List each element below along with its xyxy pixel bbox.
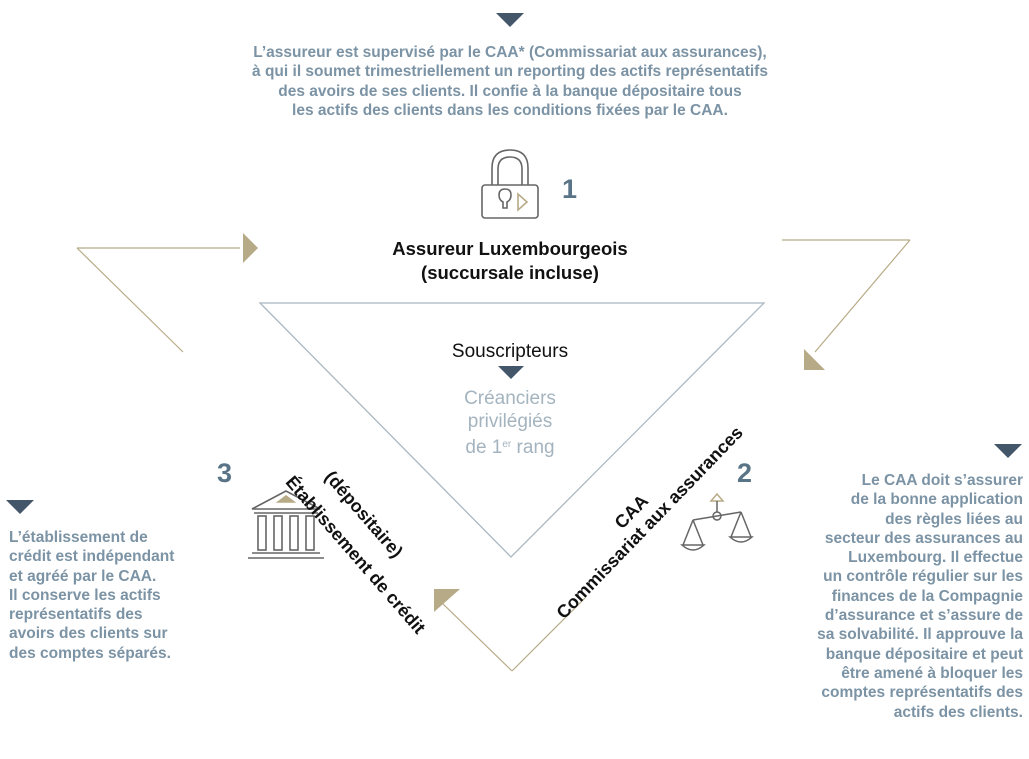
node-number-2: 2: [737, 458, 753, 488]
caa-description-line: banque dépositaire et peut: [825, 645, 1023, 663]
bank-description-line: représentatifs des: [9, 606, 143, 624]
arrow-head-bottom: [434, 589, 460, 612]
bank-description-line: et agréé par le CAA.: [9, 567, 157, 585]
caa-description-line: un contrôle régulier sur les: [823, 568, 1023, 586]
insurer-description-line: à qui il soumet trimestriellement un rep…: [252, 63, 768, 81]
insurer-description: L’assureur est supervisé par le CAA* (Co…: [150, 43, 870, 120]
arrow-line-bottom-left: [439, 600, 513, 672]
top-pointer-marker: [496, 13, 524, 27]
right-pointer-marker: [994, 444, 1022, 458]
left-pointer-marker: [6, 500, 34, 514]
bank-icon: [248, 490, 324, 559]
arrow-head-right: [804, 349, 825, 370]
arrow-line-bottom-right: [511, 597, 586, 672]
bank-description-line: des comptes séparés.: [9, 644, 171, 662]
caa-description-line: finances de la Compagnie: [831, 587, 1023, 605]
insurer-title-line: Assureur Luxembourgeois: [392, 238, 628, 259]
insurer-title-line: (succursale incluse): [421, 262, 599, 283]
creanciers-rank-suffix: rang: [511, 437, 555, 458]
scales-icon: [680, 492, 754, 551]
node-number-1: 1: [562, 174, 578, 204]
bank-description: L’établissement de crédit est indépendan…: [9, 528, 239, 663]
caa-description-line: comptes représentatifs des: [821, 684, 1023, 702]
caa-description-line: Luxembourg. Il effectue: [848, 549, 1023, 567]
node-number-3: 3: [217, 458, 233, 488]
caa-description-line: d’assurance et s’assure de: [824, 607, 1023, 625]
insurer-description-line: L’assureur est supervisé par le CAA* (Co…: [253, 44, 767, 61]
creanciers-rank-prefix: de 1: [465, 437, 503, 458]
caa-description-line: secteur des assurances au: [824, 529, 1023, 547]
caa-description: Le CAA doit s’assurer de la bonne applic…: [743, 471, 1023, 722]
creanciers-label: Créanciers privilégiés de 1er rang: [410, 387, 610, 459]
caa-description-line: de la bonne application: [850, 491, 1023, 509]
insurer-description-line: des avoirs de ses clients. Il confie à l…: [278, 82, 742, 100]
creanciers-rank-sup: er: [502, 439, 512, 450]
insurer-title: Assureur Luxembourgeois (succursale incl…: [330, 237, 690, 285]
caa-description-line: des règles liées au: [885, 510, 1023, 528]
caa-description-line: Le CAA doit s’assurer: [861, 472, 1023, 489]
caa-description-line: sa solvabilité. Il approuve la: [817, 626, 1023, 644]
padlock-icon: [481, 149, 539, 219]
creanciers-line: de 1er rang: [410, 433, 610, 459]
bank-description-line: crédit est indépendant: [9, 548, 175, 566]
arrow-line-left-diag: [76, 247, 184, 353]
creanciers-line: privilégiés: [467, 411, 553, 432]
center-pointer-marker: [498, 366, 524, 379]
insurer-description-line: les actifs des clients dans les conditio…: [292, 101, 728, 119]
bank-description-line: Il conserve les actifs: [9, 586, 161, 604]
bank-description-line: L’établissement de: [9, 529, 148, 546]
bank-description-line: avoirs des clients sur: [9, 625, 168, 643]
caa-description-line: actifs des clients.: [893, 703, 1023, 721]
arrow-line-right-diag: [814, 239, 911, 353]
souscripteurs-label: Souscripteurs: [451, 341, 569, 362]
central-triangle: [258, 302, 766, 558]
arrow-head-left: [243, 233, 258, 263]
creanciers-line: Créanciers: [464, 388, 556, 409]
caa-description-line: être amené à bloquer les: [841, 664, 1023, 682]
